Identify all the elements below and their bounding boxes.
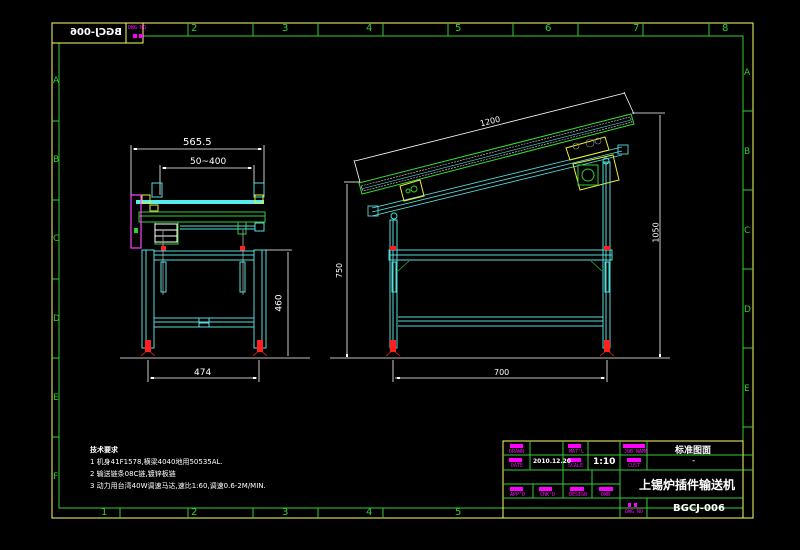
notes-title: 技术要求: [90, 446, 118, 454]
header-stamp-mark: [133, 34, 137, 38]
label-design: DESIGN: [569, 492, 588, 498]
drawing-title: 上锡炉插件输送机: [639, 478, 736, 492]
side-view: [330, 91, 670, 382]
date-value: 2010.12.20: [533, 458, 571, 465]
grid-col-bottom-4: 4: [366, 507, 373, 518]
note-item-2: 2 输送链条08C链,镀锌板链: [90, 470, 176, 478]
grid-col-top-5: 5: [455, 23, 462, 34]
dim-leg-spacing-side: 700: [494, 368, 510, 377]
grid-col-top-4: 4: [366, 23, 373, 34]
dim-frame-height: 460: [274, 294, 285, 312]
label-mark: [510, 444, 523, 448]
drawing-number: BGCJ-006: [673, 503, 725, 514]
grid-col-top-7: 7: [633, 23, 640, 34]
label-mark: [628, 503, 631, 507]
technical-notes: 技术要求 1 机身41F1578,横梁4040地用50535AL. 2 输送链条…: [90, 444, 266, 492]
label-mark: [539, 487, 552, 491]
note-item-3: 3 动力用台湾40W调速马达,速比1:60,调速0.6-2M/MIN.: [90, 482, 266, 490]
label-appd: APP'D: [510, 492, 526, 498]
label-scale: SCALE: [568, 463, 584, 469]
label-cust: CUST: [628, 463, 641, 469]
grid-col-top-6: 6: [545, 23, 552, 34]
note-item-1: 1 机身41F1578,横梁4040地用50535AL.: [90, 458, 223, 466]
grid-col-bottom-1: 1: [101, 507, 108, 518]
header-stamp: [51, 22, 144, 44]
label-mark: [623, 444, 645, 448]
grid-col-bottom-2: 2: [191, 507, 198, 518]
front-view: [120, 145, 310, 382]
label-mark: [568, 444, 581, 448]
grid-row-right-a: A: [744, 68, 751, 78]
grid-row-left-b: B: [53, 155, 60, 165]
grid-col-top-3: 3: [282, 23, 289, 34]
dim-adjustable-width: 50~400: [190, 157, 227, 167]
label-drawn: DRAWN: [509, 449, 525, 455]
grid-col-bottom-3: 3: [282, 507, 289, 518]
label-mark: [599, 487, 613, 491]
grid-row-left-c: C: [53, 234, 60, 244]
label-mark: [634, 503, 637, 507]
header-stamp-label: DWG NO: [128, 25, 147, 31]
label-dwg-no: DWG NO: [625, 509, 644, 515]
label-dwn: DWN: [601, 492, 611, 498]
label-mark: [627, 458, 641, 462]
label-matl: MAT'L: [569, 449, 585, 455]
job-name-value: 标准图面: [675, 446, 712, 456]
label-mark: [568, 458, 581, 462]
dim-leg-spacing-front: 474: [194, 368, 212, 378]
grid-row-left-e: E: [53, 393, 59, 403]
label-mark: [510, 487, 523, 491]
grid-col-bottom-5: 5: [455, 507, 462, 518]
dim-high-end-height: 1050: [651, 222, 661, 243]
grid-row-left-a: A: [53, 76, 60, 86]
inner-frame: [58, 35, 744, 509]
label-mark: [509, 458, 522, 462]
header-stamp-mark-2: [139, 34, 143, 38]
sheet-border: [51, 22, 754, 519]
grid-row-right-b: B: [744, 147, 751, 157]
title-block-grid: [502, 440, 744, 519]
label-mark: [570, 487, 584, 491]
grid-row-right-e: E: [744, 384, 750, 394]
grid-row-left-d: D: [53, 314, 60, 324]
label-date: DATE: [511, 463, 524, 469]
grid-col-top-8: 8: [722, 23, 729, 34]
dim-overall-width: 565.5: [183, 137, 212, 148]
header-drawing-number: BGCJ-006: [70, 27, 122, 38]
dim-low-end-height: 750: [335, 262, 345, 279]
grid-row-left-f: F: [53, 472, 59, 482]
cust-value: -: [692, 456, 696, 466]
label-chkd: CHK'D: [540, 492, 556, 498]
grid-row-right-c: C: [744, 226, 751, 236]
grid-row-right-d: D: [744, 305, 751, 315]
label-job-name: JOB NAME: [624, 449, 649, 455]
scale-value: 1:10: [593, 457, 616, 467]
grid-col-top-2: 2: [191, 23, 198, 34]
